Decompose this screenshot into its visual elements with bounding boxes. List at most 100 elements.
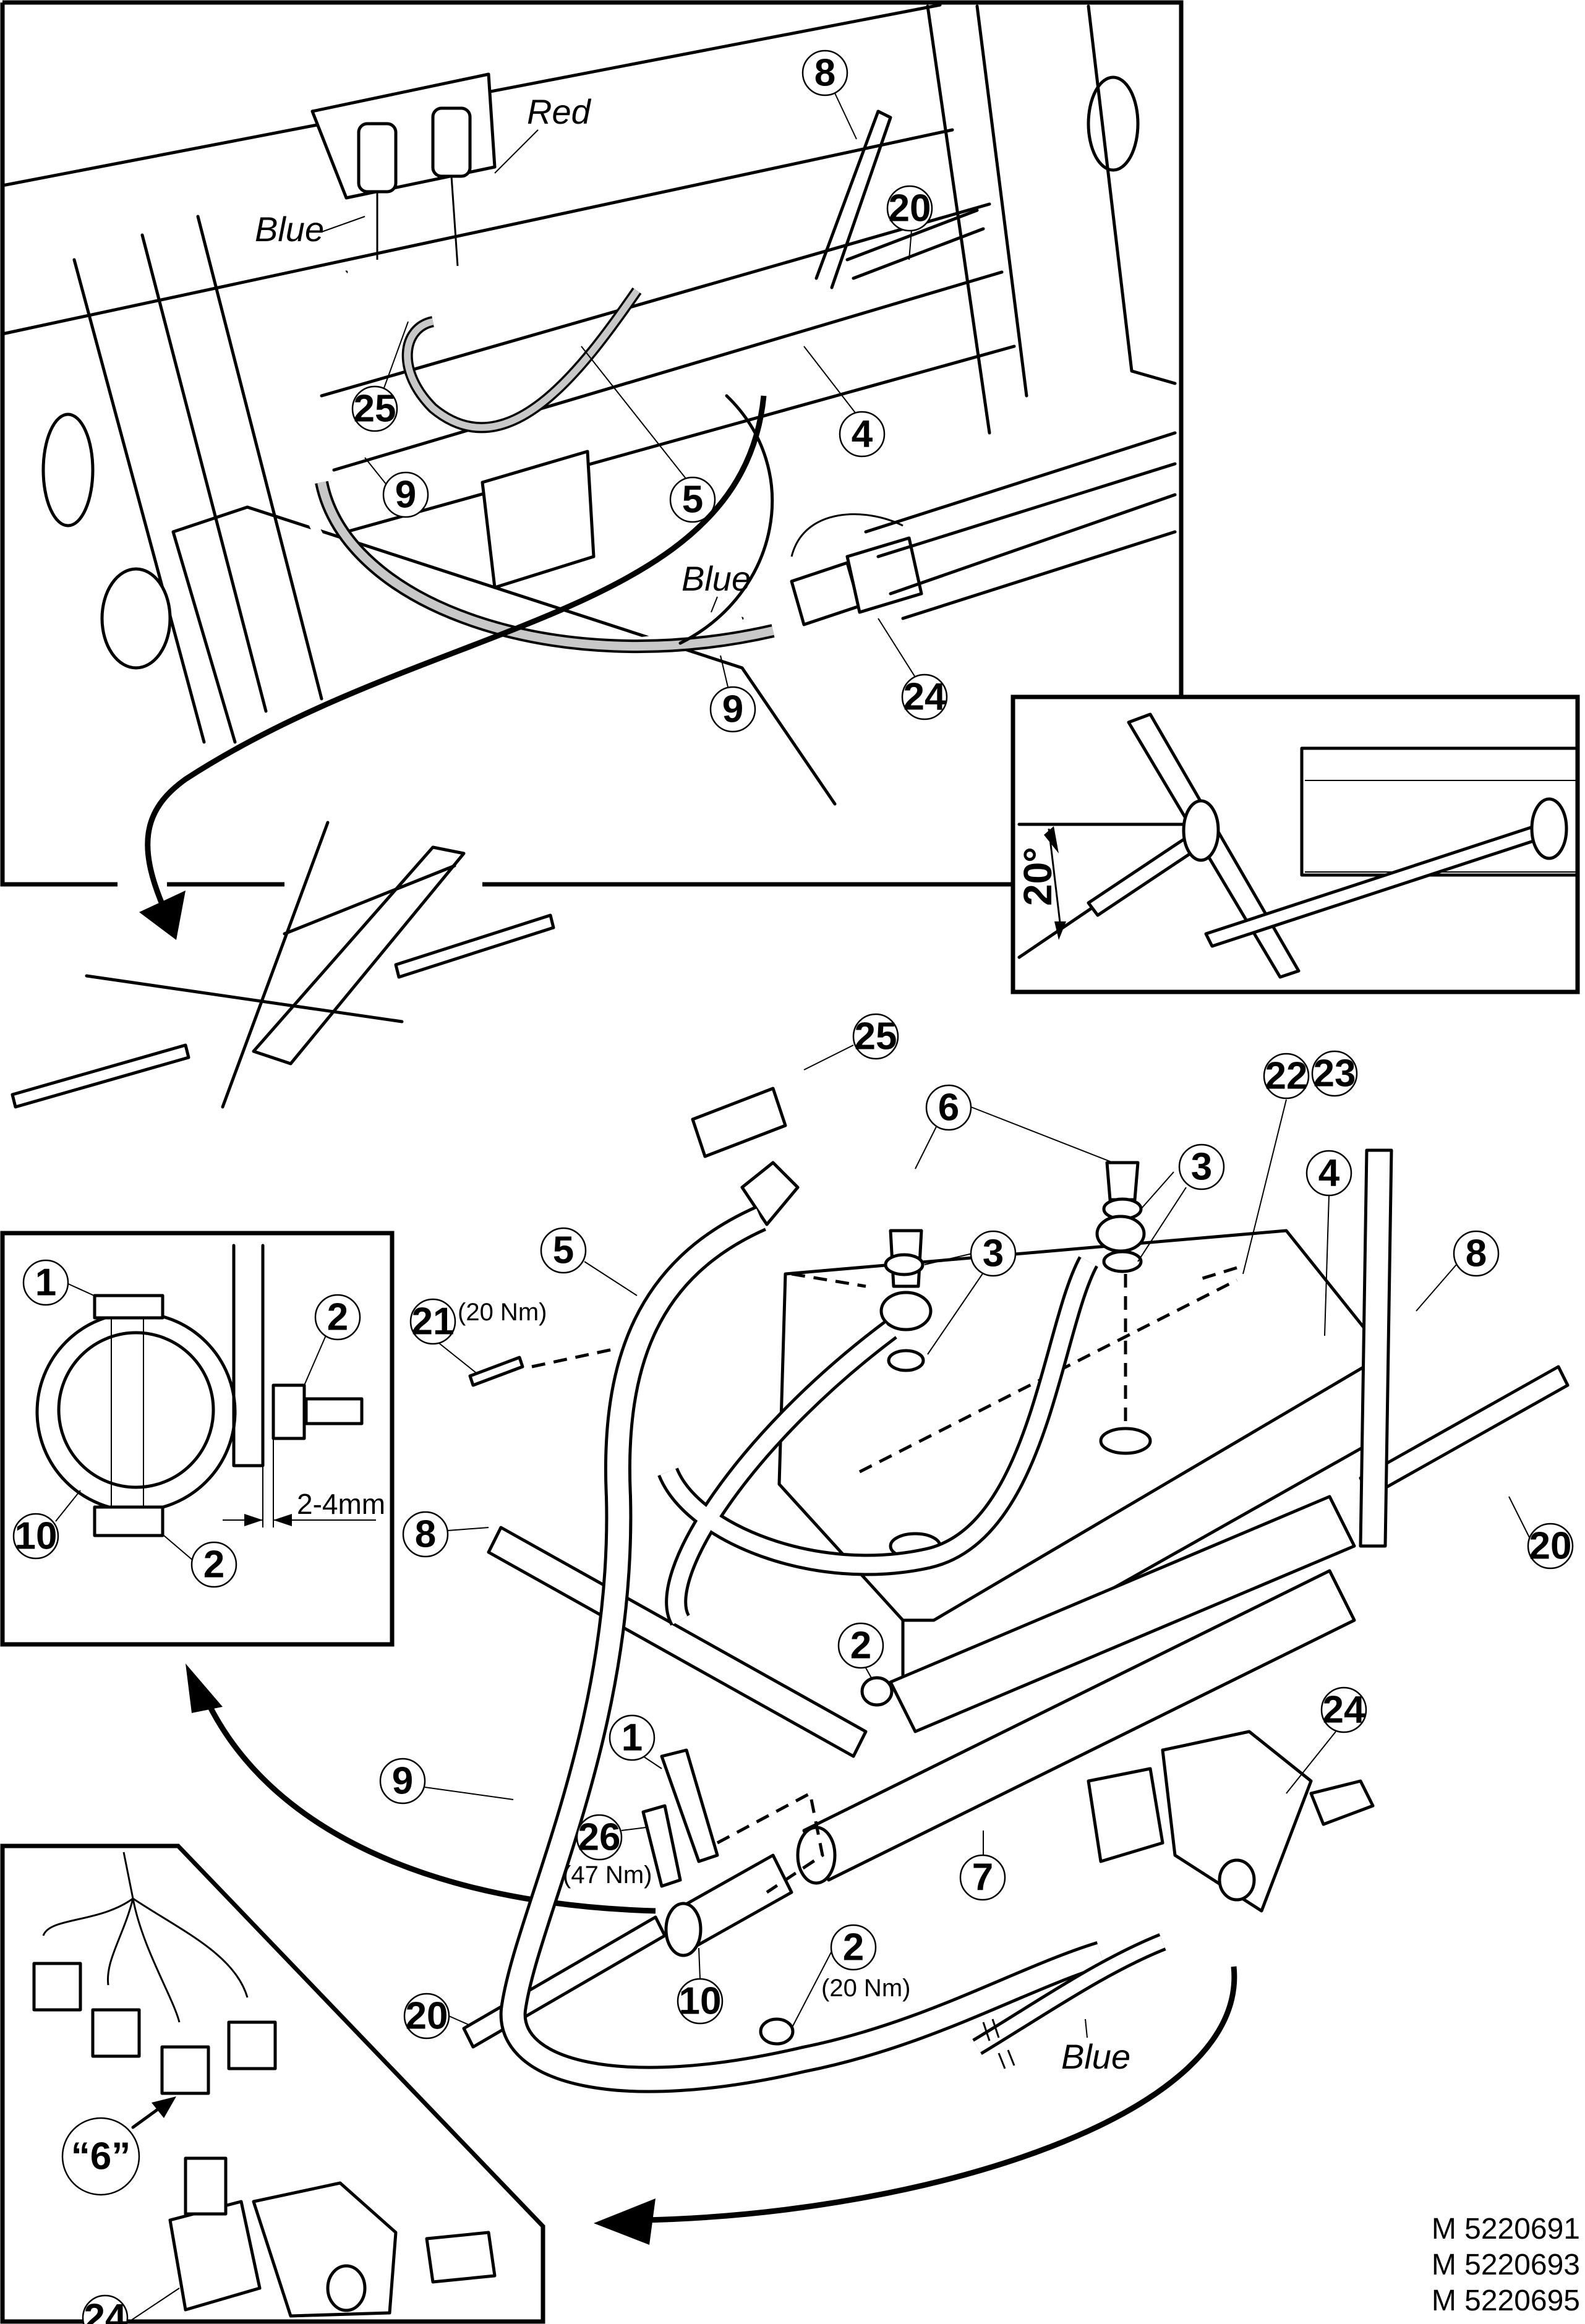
torque-26: (47 Nm) bbox=[563, 1861, 652, 1889]
bracket-4 bbox=[777, 1229, 1387, 1622]
svg-text:3: 3 bbox=[983, 1232, 1004, 1275]
valve-24-port bbox=[1309, 1779, 1375, 1826]
svg-text:4: 4 bbox=[1318, 1152, 1340, 1195]
valve-mount-plate bbox=[481, 450, 596, 589]
callout-26: 26 (47 Nm) bbox=[563, 1814, 652, 1889]
clamp-plate bbox=[232, 1244, 265, 1467]
callout-3-right: 3 bbox=[1137, 1143, 1225, 1262]
clamp-bolt-shank bbox=[111, 1318, 144, 1507]
clamp-inset: 2-4mm 1 2 10 2 bbox=[0, 1231, 395, 1647]
bolt-21 bbox=[468, 1356, 524, 1387]
gap-dimension-label: 2-4mm bbox=[297, 1488, 385, 1520]
routing-arrow-curve bbox=[678, 394, 774, 645]
callout-21: 21 (20 Nm) bbox=[409, 1298, 547, 1373]
assembly-line bbox=[531, 1346, 619, 1369]
hose-5-grey bbox=[401, 287, 642, 434]
svg-text:24: 24 bbox=[904, 676, 946, 719]
connector-pointer-arrowhead bbox=[152, 2096, 176, 2118]
loader-side-upright bbox=[72, 215, 323, 744]
harness-plug bbox=[227, 2020, 277, 2070]
callout-5-top: 5 bbox=[581, 346, 716, 523]
inset-valve-body bbox=[252, 2181, 398, 2318]
callout-24: 24 bbox=[1286, 1686, 1367, 1794]
hose-loop-inner bbox=[660, 1257, 1096, 1625]
svg-text:10: 10 bbox=[679, 1980, 722, 2023]
roller-upper bbox=[889, 1495, 1356, 1733]
svg-text:20: 20 bbox=[889, 187, 931, 230]
clamp-inner-ring bbox=[57, 1331, 215, 1489]
clamp-side-bolt bbox=[304, 1397, 364, 1425]
svg-text:5: 5 bbox=[682, 479, 703, 521]
relocation-arrow bbox=[790, 513, 904, 557]
bolt-1 bbox=[660, 1748, 719, 1863]
connector-inset: “6” 24 bbox=[0, 1843, 545, 2324]
callout-8-right: 8 bbox=[1416, 1230, 1500, 1312]
callout-3-left: 3 bbox=[924, 1230, 1017, 1355]
inset-valve-solenoid bbox=[168, 2200, 262, 2312]
callout-25: 25 bbox=[803, 1013, 899, 1070]
svg-text:24: 24 bbox=[84, 2297, 127, 2324]
harness-plug bbox=[160, 2045, 210, 2095]
washer-3 bbox=[884, 1253, 925, 1276]
svg-text:8: 8 bbox=[814, 52, 835, 95]
svg-text:8: 8 bbox=[1466, 1232, 1487, 1275]
torque-2: (20 Nm) bbox=[821, 1975, 910, 2002]
banjo-eye bbox=[879, 1291, 933, 1331]
svg-text:9: 9 bbox=[722, 688, 743, 731]
inset-valve-port bbox=[425, 2231, 497, 2284]
washer-3 bbox=[1102, 1250, 1143, 1273]
elbow-fitting-25 bbox=[691, 1087, 787, 1158]
clamp-detail-arrow-head bbox=[186, 1664, 223, 1713]
callout-2-clamp-side: 2 bbox=[304, 1294, 361, 1386]
inset-angle-arrow bbox=[1048, 828, 1062, 928]
valve-24-solenoid bbox=[1087, 1767, 1164, 1863]
bracket-hole bbox=[1099, 1427, 1152, 1455]
shaft-8-left bbox=[487, 1526, 868, 1758]
coupler-red bbox=[431, 106, 472, 178]
svg-text:26: 26 bbox=[578, 1816, 621, 1859]
leader-red bbox=[494, 129, 539, 174]
clamp-nut bbox=[93, 1505, 164, 1537]
callout-20-left: 20 bbox=[403, 1993, 471, 2040]
linkage-bar bbox=[252, 845, 466, 1066]
label-red: Red bbox=[527, 92, 592, 131]
angle-value: 20 bbox=[1015, 862, 1060, 906]
svg-text:2: 2 bbox=[843, 1926, 864, 1969]
banjo-bolt-6-right bbox=[1105, 1161, 1140, 1202]
top-view: Red Blue Blue 8 20 25 4 9 bbox=[0, 0, 1184, 887]
pivot-hole bbox=[100, 567, 172, 670]
callout-22: 22 bbox=[1242, 1053, 1310, 1275]
clamp-hidden-edge bbox=[716, 1791, 824, 1894]
inset-rod-2-end bbox=[1530, 797, 1568, 860]
shaft-20-right bbox=[1359, 1365, 1570, 1498]
callout-10-clamp: 10 bbox=[12, 1490, 81, 1560]
lever-8-right bbox=[1359, 1148, 1393, 1548]
connector-detail-arrow bbox=[643, 1966, 1237, 2223]
callout-20-top: 20 bbox=[886, 185, 933, 260]
svg-text:3: 3 bbox=[1191, 1146, 1212, 1189]
coupler-blue bbox=[357, 122, 398, 194]
lever-8 bbox=[814, 109, 892, 289]
callout-25-top: 25 bbox=[351, 321, 409, 432]
removed-linkage bbox=[11, 395, 767, 1109]
callout-2-lower: 2 (20 Nm) bbox=[791, 1924, 910, 2029]
svg-text:5: 5 bbox=[553, 1229, 574, 1272]
svg-text:8: 8 bbox=[415, 1513, 436, 1556]
callout-8-left: 8 bbox=[402, 1511, 489, 1558]
harness-plug bbox=[91, 2008, 141, 2058]
pivot-hole bbox=[41, 412, 95, 528]
svg-text:10: 10 bbox=[15, 1515, 58, 1558]
label-blue-valve: Blue bbox=[681, 559, 751, 598]
svg-text:22: 22 bbox=[1265, 1055, 1308, 1098]
inset-rod-end bbox=[1182, 799, 1220, 862]
callout-2-upper: 2 bbox=[837, 1622, 884, 1680]
top-view-frame bbox=[0, 0, 1184, 887]
callout-1-clamp: 1 bbox=[22, 1259, 95, 1306]
cross-out-line bbox=[221, 821, 330, 1109]
callout-9-top: 9 bbox=[364, 457, 429, 518]
svg-text:23: 23 bbox=[1314, 1053, 1356, 1095]
banjo-eye bbox=[1095, 1215, 1146, 1253]
clamp-side-nut bbox=[271, 1383, 306, 1440]
callout-9: 9 bbox=[379, 1758, 514, 1805]
